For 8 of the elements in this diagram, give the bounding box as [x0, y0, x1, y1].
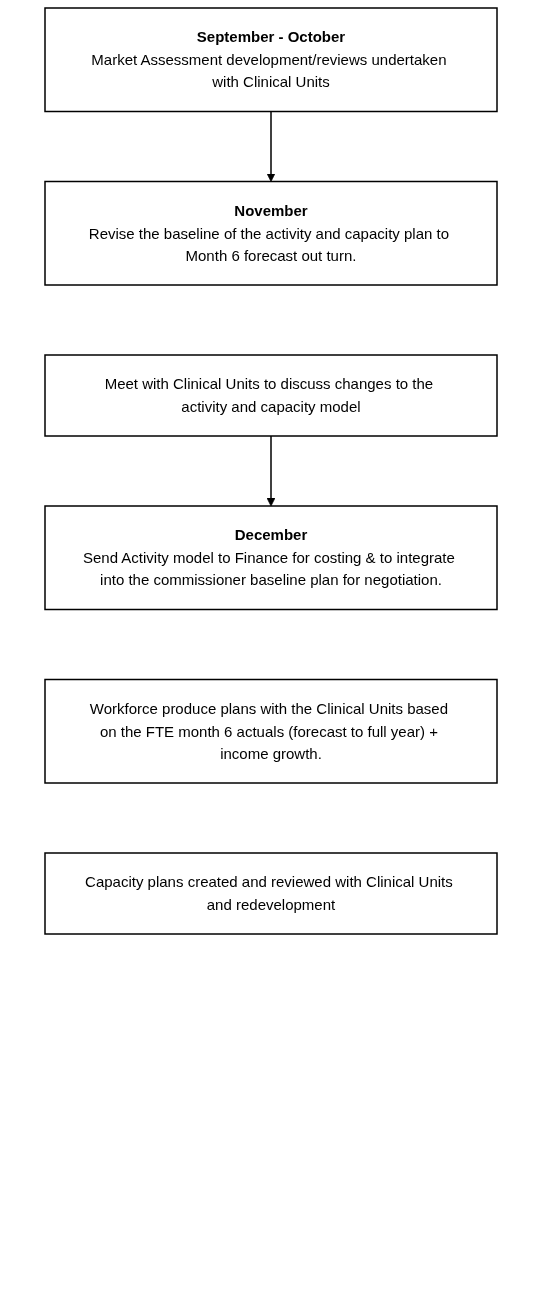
node-box: November Revise the baseline of the activity and capacity plan to Month 6 forecast out turn.: [43, 180, 498, 286]
node-box: September - October Market Assessment development/reviews undertaken with Clinical Units: [43, 7, 498, 113]
node-box: Capacity plans created and reviewed with Clinical Units and redevelopment: [43, 852, 498, 935]
node-box: December Send Activity model to Finance for costing & to integrate into the commissioner baseline plan for negotiation.: [43, 505, 498, 611]
node-box: Meet with Clinical Units to discuss changes to the activity and capacity model: [43, 354, 498, 437]
node-box: Workforce produce plans with the Clinical Units based on the FTE month 6 actuals (forecast to full year) + income growth.: [43, 678, 498, 784]
arrow: [266, 435, 275, 507]
arrow: [266, 110, 275, 182]
